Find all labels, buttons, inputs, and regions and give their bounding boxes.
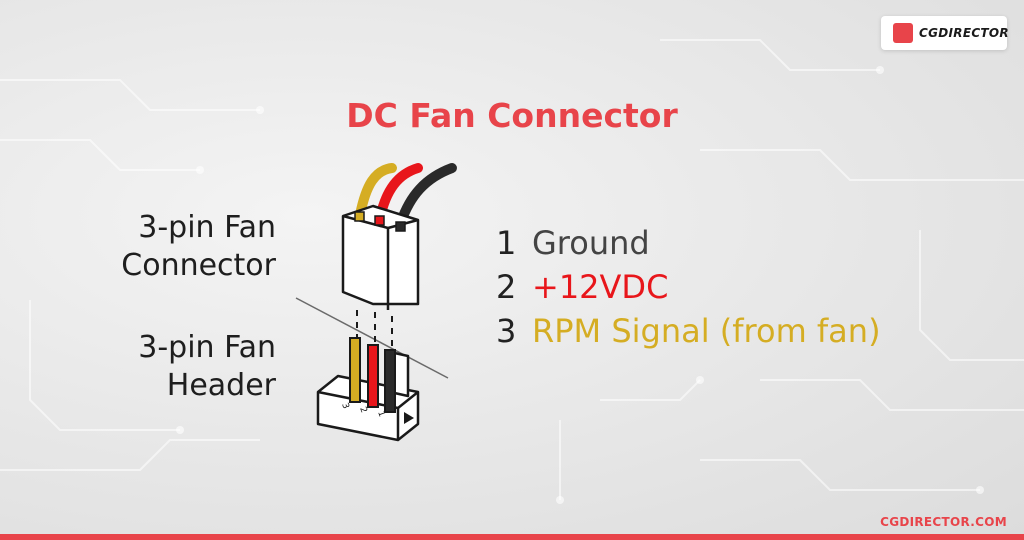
header-number-2: 2: [357, 406, 368, 415]
wire-yellow: [355, 163, 397, 220]
cgdirector-logo[interactable]: CGDIRECTOR: [881, 16, 1009, 50]
pin-row-1: 1 Ground: [496, 224, 650, 262]
footer-website[interactable]: CGDIRECTOR.COM: [880, 515, 1007, 529]
pin-description: RPM Signal (from fan): [532, 312, 881, 350]
logo-mark-icon: [893, 23, 913, 43]
header-pin-1: [384, 349, 396, 413]
pin-row-2: 2 +12VDC: [496, 268, 668, 306]
connector-label: 3-pin Fan Connector: [16, 209, 276, 285]
fan-connector-illustration: 3 2 1: [295, 163, 457, 442]
pin1-marker-icon: [404, 412, 414, 424]
header-label-line-1: 3-pin Fan: [138, 330, 276, 365]
pin-row-3: 3 RPM Signal (from fan): [496, 312, 881, 350]
bottom-accent-bar: [0, 534, 1024, 540]
header-number-3: 3: [339, 402, 350, 411]
pin-description: Ground: [532, 224, 650, 262]
pin-number: 2: [496, 268, 517, 306]
separator-line: [295, 297, 449, 379]
diagram-title: DC Fan Connector: [346, 96, 678, 135]
header-label: 3-pin Fan Header: [16, 329, 276, 405]
connector-label-line-2: Connector: [121, 247, 276, 283]
header-pin-2: [367, 344, 379, 408]
connector-label-line-1: 3-pin Fan: [138, 210, 276, 245]
pin-number: 3: [496, 312, 517, 350]
header-pin-3: [349, 337, 361, 403]
pin-description: +12VDC: [532, 268, 669, 306]
wire-entry-black: [395, 221, 406, 232]
header-number-1: 1: [375, 410, 386, 419]
header-label-line-2: Header: [166, 367, 276, 403]
alignment-dashes: [356, 310, 393, 348]
pin-number: 1: [496, 224, 517, 262]
wire-entry-yellow: [354, 211, 365, 222]
logo-text: CGDIRECTOR: [919, 26, 1009, 40]
wire-entry-red: [374, 215, 385, 226]
